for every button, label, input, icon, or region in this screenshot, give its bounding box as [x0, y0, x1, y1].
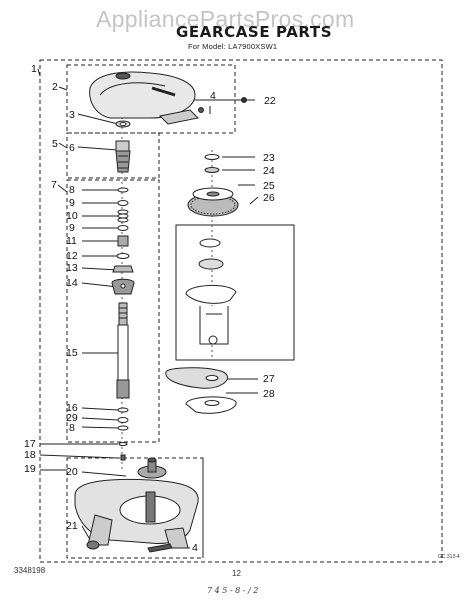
agitator-drive-box [66, 132, 160, 179]
page-number: 12 [232, 569, 241, 578]
part-24-washer [204, 167, 220, 173]
callout-24: 24 [263, 165, 275, 177]
part-19-gearcase-housing [74, 478, 199, 549]
callout-29: 29 [66, 412, 78, 424]
callout-3: 3 [69, 109, 75, 121]
callout-14: 14 [66, 277, 78, 289]
callout-26: 26 [263, 192, 275, 204]
cover-group-box [66, 64, 236, 134]
callout-6: 6 [69, 142, 75, 154]
gearcase-cover [89, 71, 204, 125]
callout-21: 21 [66, 520, 78, 532]
part-26-clutch-assembly [185, 238, 237, 345]
part-9-ring [117, 200, 129, 206]
callout-5: 5 [52, 138, 58, 150]
callout-12: 12 [66, 250, 78, 262]
callout-1: 1 [31, 63, 37, 75]
part-16-washer [117, 407, 129, 413]
part-8-washer [117, 187, 129, 193]
callout-13: 13 [66, 262, 78, 274]
part-20-pinion-gear [137, 457, 167, 479]
shaft-group-box [66, 179, 160, 443]
callout-2: 2 [52, 81, 58, 93]
watermark: AppliancePartsPros.com [96, 6, 355, 32]
part-23-retainer [204, 154, 220, 160]
gearcase-assembly-frame [39, 59, 443, 563]
part-8-washer-lower [117, 425, 129, 431]
callout-22: 22 [264, 95, 276, 107]
part-12-washer [116, 253, 130, 259]
callout-27: 27 [263, 373, 275, 385]
callout-8-lower: 8 [69, 422, 75, 434]
callout-19: 19 [24, 463, 36, 475]
part-10-spring [117, 209, 129, 223]
callout-10: 10 [66, 210, 78, 222]
callout-15: 15 [66, 347, 78, 359]
callout-8-upper: 8 [69, 184, 75, 196]
part-22-screw [241, 97, 254, 103]
callout-18: 18 [24, 449, 36, 461]
part-15-drive-shaft [116, 302, 130, 399]
callout-28: 28 [263, 388, 275, 400]
callout-16: 16 [66, 402, 78, 414]
part-4-screw-lower [147, 543, 173, 553]
part-25-drive-gear [187, 187, 239, 217]
callout-11: 11 [66, 235, 77, 247]
callout-4-upper: 4 [210, 90, 216, 102]
part-3-bearing [115, 120, 131, 128]
page-title: GEARCASE PARTS [176, 23, 333, 41]
part-9-ring-lower [117, 225, 129, 231]
callout-7: 7 [51, 179, 57, 191]
callout-17: 17 [24, 438, 36, 450]
model-subtitle: For Model: LA7900XSW1 [188, 42, 278, 51]
part-13-cam [112, 265, 134, 273]
part-18-key [120, 454, 126, 461]
document-code: 3348198 [14, 566, 46, 575]
part-21-nut [86, 540, 100, 550]
callout-9-lower: 9 [69, 222, 75, 234]
clutch-group-box [175, 224, 295, 361]
callout-25: 25 [263, 180, 275, 192]
part-27-brake-plate [165, 367, 228, 389]
part-28-spring-clip [185, 396, 237, 414]
callout-4-lower: 4 [192, 542, 198, 554]
handwritten-note: 7 4 5 - 8 - / 2 [207, 586, 259, 595]
part-11-bushing [117, 235, 129, 247]
figure-reference: GC 312-4 [438, 554, 460, 560]
callout-20: 20 [66, 466, 78, 478]
part-6-drive-bushing [115, 140, 131, 173]
callout-9-upper: 9 [69, 197, 75, 209]
part-29-seal [117, 417, 129, 423]
part-14-dog [111, 278, 135, 295]
part-17-washer [118, 442, 128, 446]
callout-23: 23 [263, 152, 275, 164]
